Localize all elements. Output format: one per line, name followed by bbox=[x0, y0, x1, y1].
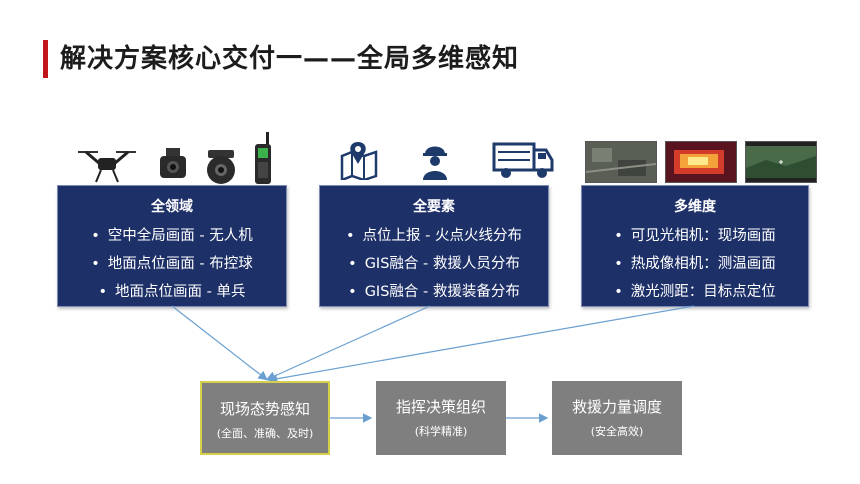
walkie-talkie-icon bbox=[255, 132, 271, 184]
flow-step-situational-awareness: 现场态势感知 (全面、准确、及时) bbox=[200, 381, 330, 455]
thermal-image-photo bbox=[665, 141, 737, 183]
title-accent-bar bbox=[43, 40, 48, 78]
panel-item: GIS融合 - 救援人员分布 bbox=[320, 250, 548, 278]
panel-item: 空中全局画面 - 无人机 bbox=[58, 222, 286, 250]
connector-panel2 bbox=[265, 305, 431, 381]
panel-all-domain: 全领域 空中全局画面 - 无人机 地面点位画面 - 布控球 地面点位画面 - 单… bbox=[57, 185, 287, 307]
panel-item: 激光测距：目标点定位 bbox=[582, 278, 808, 306]
panel-item: GIS融合 - 救援装备分布 bbox=[320, 278, 548, 306]
connector-panel3 bbox=[267, 305, 695, 384]
panel-2-icons bbox=[338, 140, 556, 180]
flow-step-label: 指挥决策组织 bbox=[395, 398, 486, 416]
panel-item: 可见光相机：现场画面 bbox=[582, 222, 808, 250]
gimbal-camera-icon bbox=[160, 148, 186, 178]
fire-truck-icon bbox=[492, 142, 554, 178]
drone-icon bbox=[78, 150, 136, 183]
flow-step-label: 救援力量调度 bbox=[571, 398, 662, 416]
firefighter-icon bbox=[423, 146, 447, 180]
map-pin-icon bbox=[340, 142, 378, 180]
panel-item: 地面点位画面 - 单兵 bbox=[58, 278, 286, 306]
flow-step-rescue-dispatch: 救援力量调度 (安全高效) bbox=[552, 381, 682, 455]
laser-ranging-photo bbox=[745, 141, 817, 183]
flow-step-sub: (科学精准) bbox=[414, 425, 468, 438]
flow-step-sub: (全面、准确、及时) bbox=[216, 427, 314, 440]
page-title: 解决方案核心交付一——全局多维感知 bbox=[60, 44, 520, 74]
flow-step-command-decision: 指挥决策组织 (科学精准) bbox=[376, 381, 506, 455]
panel-3-images bbox=[585, 141, 817, 183]
panel-header: 全要素 bbox=[413, 199, 455, 215]
panel-item: 地面点位画面 - 布控球 bbox=[58, 250, 286, 278]
panel-item: 点位上报 - 火点火线分布 bbox=[320, 222, 548, 250]
panel-all-elements: 全要素 点位上报 - 火点火线分布 GIS融合 - 救援人员分布 GIS融合 -… bbox=[319, 185, 549, 307]
flow-step-sub: (安全高效) bbox=[590, 425, 644, 438]
connector-panel1 bbox=[171, 305, 268, 381]
aerial-visible-photo bbox=[585, 141, 657, 183]
panel-header: 多维度 bbox=[674, 199, 716, 215]
flow-step-label: 现场态势感知 bbox=[219, 400, 310, 418]
ptz-dome-camera-icon bbox=[207, 150, 235, 184]
panel-header: 全领域 bbox=[151, 199, 193, 215]
panel-item: 热成像相机：测温画面 bbox=[582, 250, 808, 278]
panel-1-icons bbox=[72, 132, 274, 186]
panel-multi-dimension: 多维度 可见光相机：现场画面 热成像相机：测温画面 激光测距：目标点定位 bbox=[581, 185, 809, 307]
